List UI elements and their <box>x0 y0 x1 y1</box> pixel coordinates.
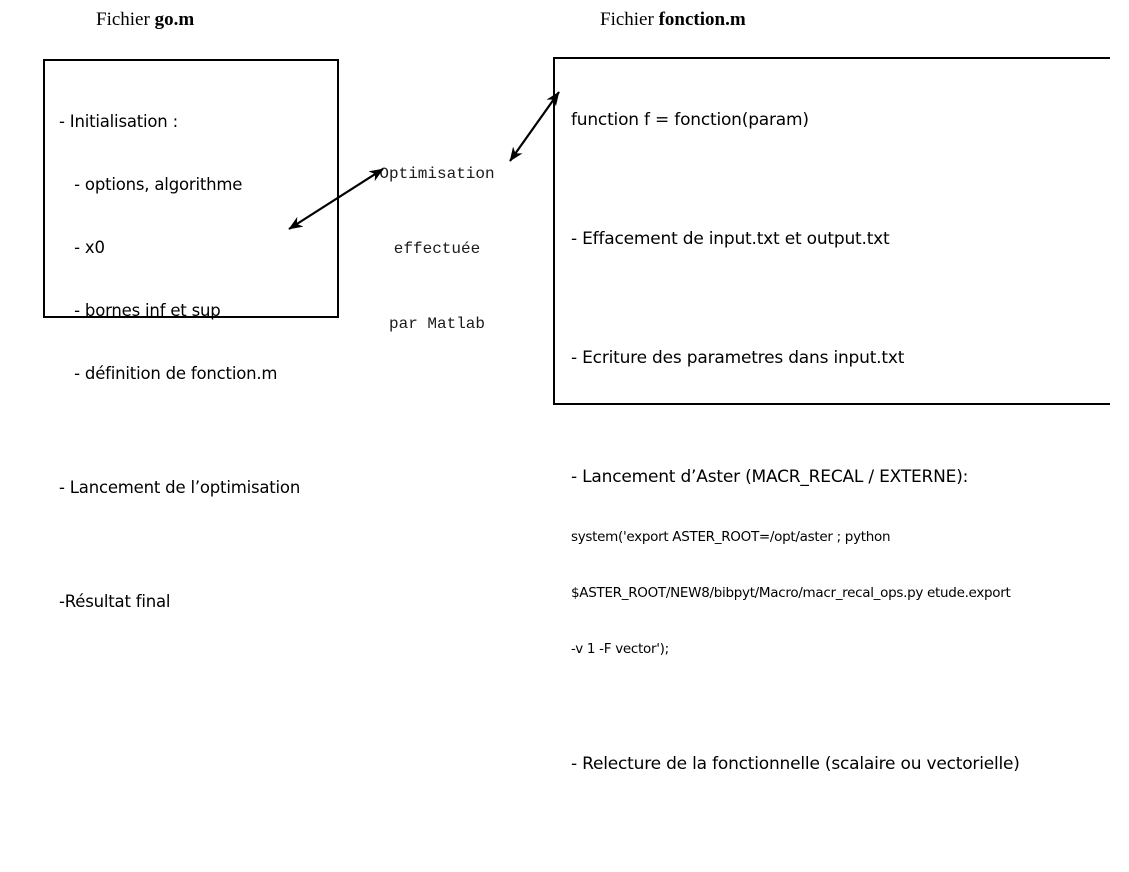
fn-line-effacement: - Effacement de input.txt et output.txt <box>571 229 890 249</box>
go-line-options: - options, algorithme <box>59 175 243 194</box>
go-m-box: - Initialisation : - options, algorithme… <box>43 59 339 611</box>
left-file-title-name: go.m <box>154 9 195 30</box>
fn-command-line-1: system('export ASTER_ROOT=/opt/aster ; p… <box>571 529 891 545</box>
go-spacer-1 <box>59 424 331 437</box>
fn-line-sortie: - Sortie de f <box>571 870 1106 872</box>
caption-line-3: par Matlab <box>388 315 485 333</box>
go-line-x0: - x0 <box>59 238 105 257</box>
fn-spacer-3 <box>571 409 1106 426</box>
fn-line-lancement-aster: - Lancement d’Aster (MACR_RECAL / EXTERN… <box>571 467 969 487</box>
caption-line-2: effectuée <box>393 240 481 258</box>
caption-line-1: Optimisation <box>379 165 495 183</box>
fn-line-ecriture: - Ecriture des parametres dans input.txt <box>571 348 905 368</box>
go-line-bornes: - bornes inf et sup <box>59 301 221 320</box>
fn-spacer-2 <box>571 290 1106 307</box>
fn-spacer-1 <box>571 171 1106 188</box>
fn-line-relecture: - Relecture de la fonctionnelle (scalair… <box>571 754 1020 774</box>
go-spacer-2 <box>59 538 331 551</box>
go-line-resultat: -Résultat final <box>59 592 171 611</box>
right-file-title: Fichier fonction.m <box>600 9 746 31</box>
go-line-definition: - définition de fonction.m <box>59 364 278 383</box>
fn-command-line-3: -v 1 -F vector'); <box>571 641 669 657</box>
right-file-title-name: fonction.m <box>658 9 746 30</box>
go-m-content: - Initialisation : - options, algorithme… <box>59 71 331 652</box>
fn-line-signature: function f = fonction(param) <box>571 110 809 130</box>
go-line-lancement: - Lancement de l’optimisation <box>59 478 301 497</box>
center-caption: Optimisation effectuée par Matlab <box>352 112 522 387</box>
fonction-m-content: function f = fonction(param) - Effacemen… <box>571 69 1106 872</box>
right-file-title-label: Fichier <box>600 9 659 30</box>
left-file-title: Fichier go.m <box>96 9 194 31</box>
go-line-init: - Initialisation : <box>59 112 178 131</box>
diagram-canvas: Fichier go.m Fichier fonction.m - Initia… <box>43 9 1110 774</box>
left-file-title-label: Fichier <box>96 9 155 30</box>
fn-command-line-2: $ASTER_ROOT/NEW8/bibpyt/Macro/macr_recal… <box>571 585 1011 601</box>
fn-spacer-4 <box>571 696 1106 713</box>
fn-spacer-5 <box>571 815 1106 832</box>
fonction-m-box: function f = fonction(param) - Effacemen… <box>553 57 1110 774</box>
